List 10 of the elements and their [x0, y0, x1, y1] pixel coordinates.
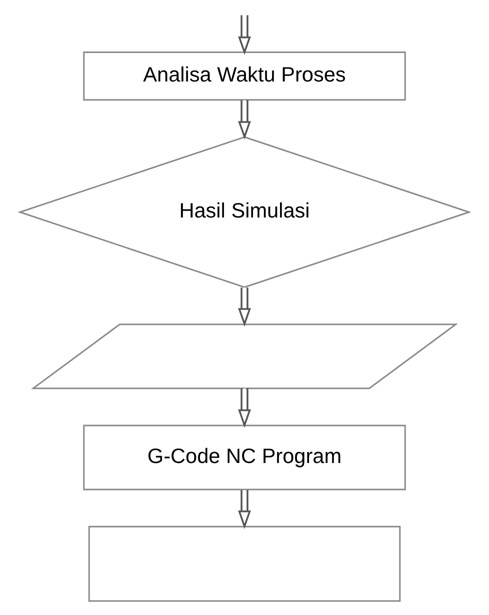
node-parallelogram — [30, 324, 458, 390]
node-diamond: Hasil Simulasi — [18, 136, 472, 288]
node-box: Analisa Waktu Proses — [83, 52, 406, 101]
node-box — [88, 526, 401, 602]
arrow — [238, 388, 251, 428]
arrow — [238, 100, 251, 140]
arrow — [238, 490, 251, 529]
arrow — [238, 288, 251, 327]
arrow — [238, 15, 251, 55]
node-box: G-Code NC Program — [83, 424, 406, 490]
